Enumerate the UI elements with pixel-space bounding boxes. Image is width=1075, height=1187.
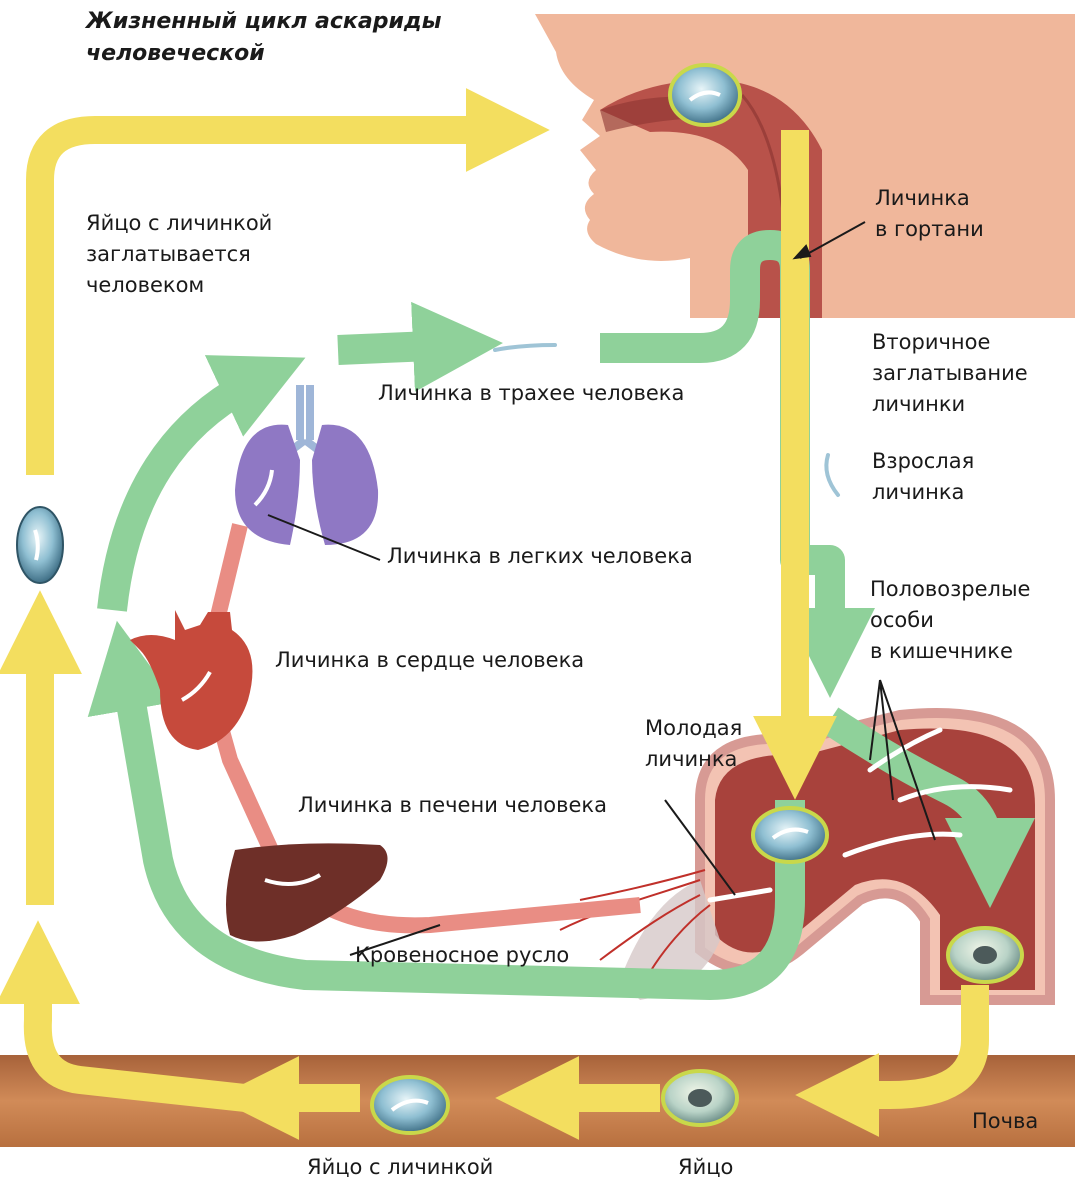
label-larva-larynx: Личинка в гортани xyxy=(875,183,984,245)
label-young-larva: Молодая личинка xyxy=(645,713,742,775)
label-egg: Яйцо xyxy=(678,1152,733,1183)
label-larva-liver: Личинка в печени человека xyxy=(298,790,607,821)
label-secondary-swallow: Вторичное заглатывание личинки xyxy=(872,327,1028,420)
label-mature-intestine: Половозрелые особи в кишечнике xyxy=(870,574,1030,667)
label-bloodstream: Кровеносное русло xyxy=(355,940,569,971)
lungs xyxy=(235,385,378,545)
label-larva-heart: Личинка в сердце человека xyxy=(275,645,584,676)
label-larva-trachea: Личинка в трахее человека xyxy=(378,378,684,409)
label-egg-with-larva: Яйцо с личинкой xyxy=(307,1152,493,1183)
label-soil: Почва xyxy=(972,1106,1038,1137)
page-title: Жизненный цикл аскариды человеческой xyxy=(86,6,442,70)
label-adult-larva: Взрослая личинка xyxy=(872,446,974,508)
label-larva-lungs: Личинка в легких человека xyxy=(387,541,693,572)
label-egg-swallowed: Яйцо с личинкой заглатывается человеком xyxy=(86,208,272,301)
